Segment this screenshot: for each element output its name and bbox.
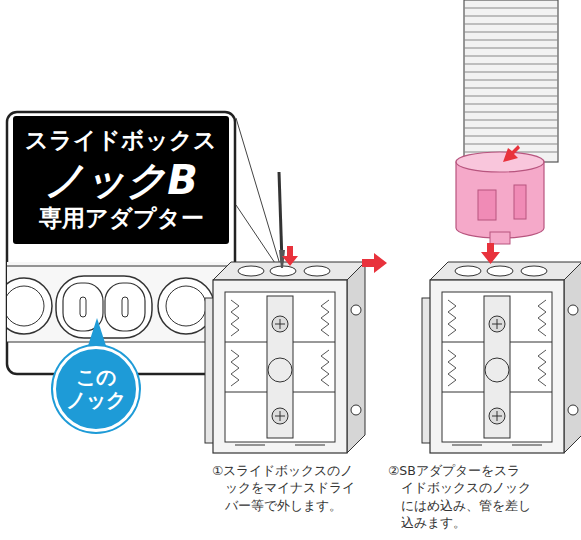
title-band: スライドボックスノックB専用アダプター	[13, 116, 229, 244]
knock-closeup	[7, 262, 235, 342]
leader-line	[236, 118, 281, 268]
sb-adapter	[456, 152, 544, 244]
red-arrow	[503, 145, 520, 162]
conduit	[464, 0, 558, 162]
step-caption: ①スライドボックスのノックをマイナスドライバー等で外します。	[212, 462, 356, 514]
red-arrow	[481, 243, 500, 264]
screwdriver	[279, 172, 285, 268]
product-name: ノックB	[19, 156, 223, 204]
pointer-text: この ノック	[64, 366, 128, 412]
callout-panel	[7, 112, 235, 374]
pointer-circle: この ノック	[53, 346, 139, 432]
step-caption: ②SBアダプターをスライドボックスのノックにはめ込み、管を差し込みます。	[388, 462, 532, 531]
red-arrow	[282, 246, 298, 266]
title-text: 専用アダプター	[19, 204, 223, 234]
slide-box	[205, 262, 365, 453]
title-text: スライドボックス	[19, 126, 223, 156]
slide-box	[422, 262, 581, 453]
red-arrow	[362, 253, 387, 273]
text-holder: この ノック	[64, 366, 128, 412]
